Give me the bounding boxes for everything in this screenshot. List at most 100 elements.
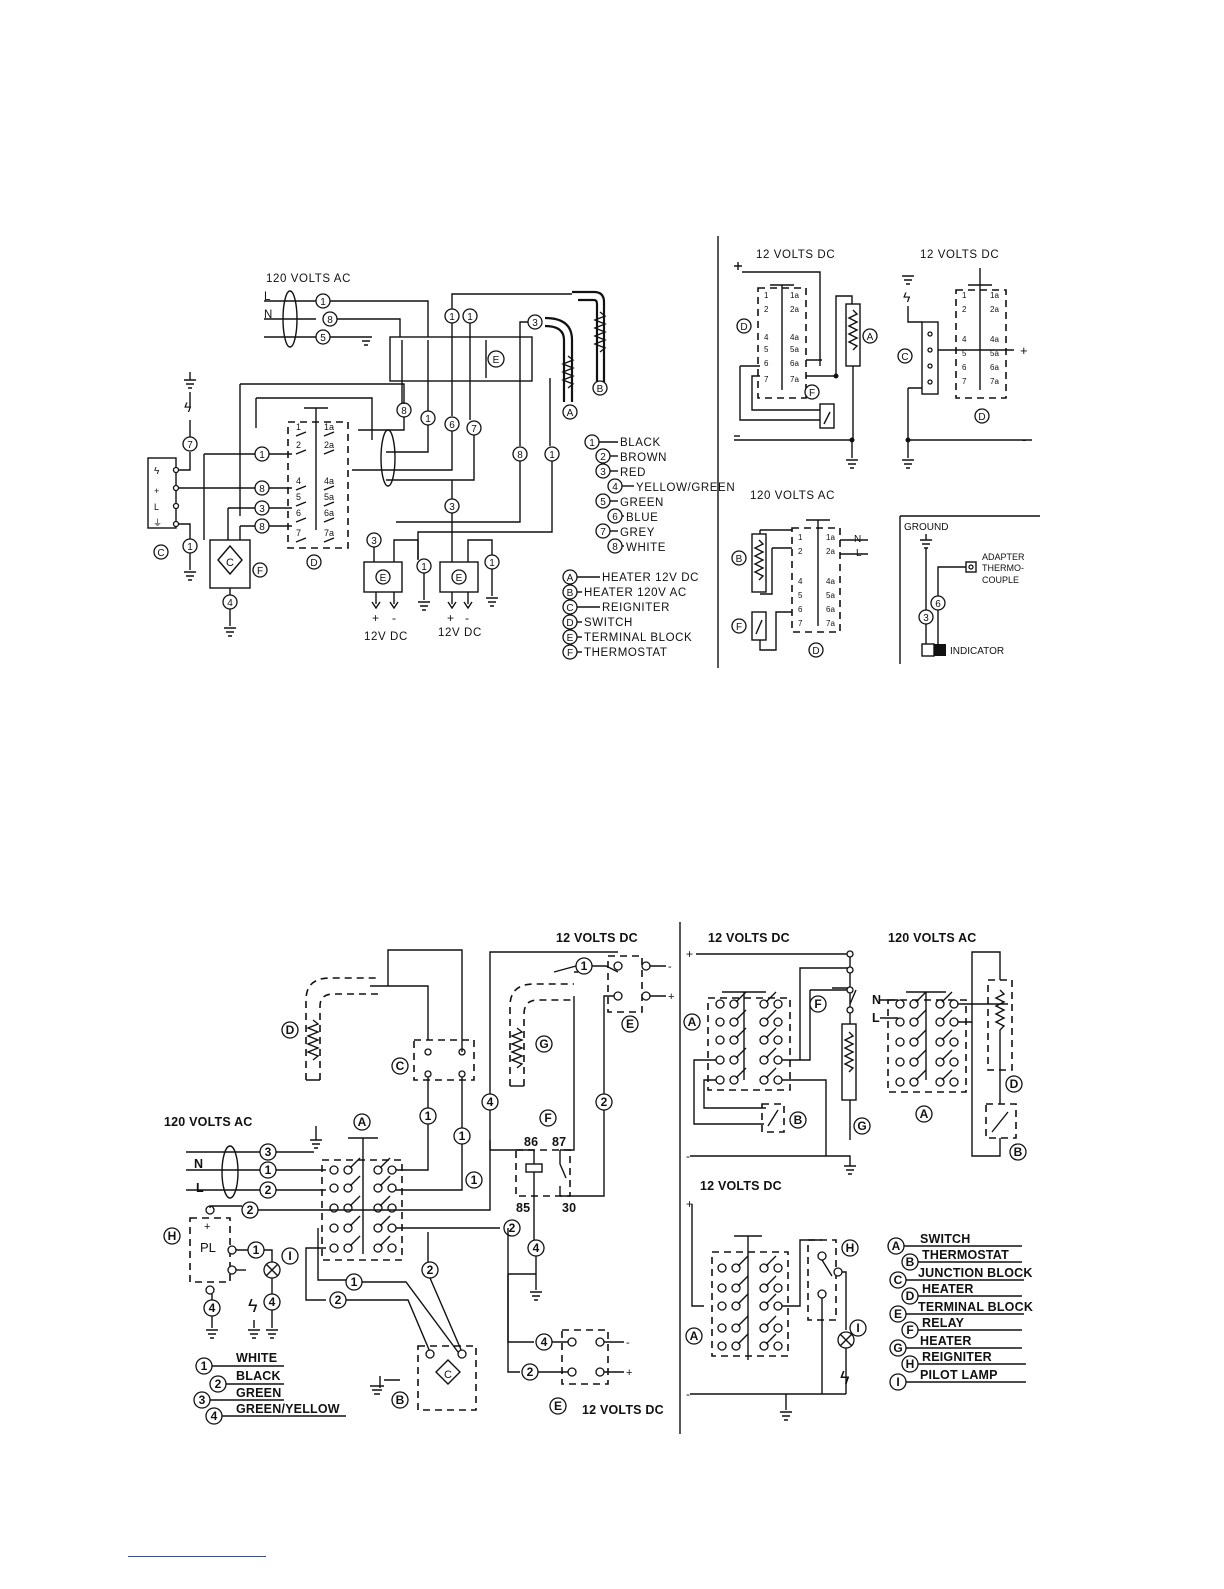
svg-text:8: 8 — [517, 450, 523, 461]
svg-text:3: 3 — [600, 467, 606, 478]
svg-text:L: L — [872, 1011, 880, 1025]
svg-text:1: 1 — [320, 297, 326, 308]
adapter-line-1: THERMO- — [982, 563, 1024, 573]
bottom-right-ac-label: 120 VOLTS AC — [888, 931, 977, 945]
svg-text:2: 2 — [600, 452, 606, 463]
svg-text:-: - — [626, 1337, 630, 1349]
svg-text:8: 8 — [259, 484, 265, 495]
svg-text:F: F — [544, 1111, 551, 1125]
svg-text:B: B — [396, 1393, 405, 1407]
svg-text:2: 2 — [764, 305, 769, 314]
svg-text:3: 3 — [199, 1393, 206, 1407]
svg-text:F: F — [736, 622, 742, 633]
comp-legend-1: HEATER 120V AC — [584, 587, 687, 599]
top-reigniter — [147, 457, 177, 529]
svg-text:D: D — [978, 412, 985, 423]
svg-text:6: 6 — [764, 359, 769, 368]
pm-3: + — [447, 611, 454, 625]
svg-text:F: F — [567, 648, 573, 659]
relay-pin-87: 87 — [552, 1135, 566, 1149]
svg-text:L: L — [154, 502, 159, 512]
bottom-wire-legend: 1 WHITE 2 BLACK 3 GREEN 4 GREEN/YELLOW — [193, 1351, 346, 1425]
svg-text:2a: 2a — [324, 440, 334, 450]
comp-legend-5: THERMOSTAT — [584, 647, 668, 659]
svg-text:8: 8 — [259, 522, 265, 533]
svg-text:+: + — [204, 1221, 210, 1233]
svg-text:A: A — [867, 332, 874, 343]
svg-text:2a: 2a — [990, 305, 999, 314]
svg-text:8: 8 — [612, 542, 618, 553]
wire-legend-1: BROWN — [620, 452, 667, 464]
footer-rule — [128, 1556, 266, 1557]
svg-text:4: 4 — [962, 335, 967, 344]
mark-A-heater: A — [567, 408, 574, 419]
adapter-line-2: COUPLE — [982, 575, 1019, 585]
svg-text:ϟ: ϟ — [184, 399, 192, 415]
svg-text:7: 7 — [600, 527, 606, 538]
mark-F-thermostat: F — [257, 566, 263, 577]
bottom-main-schematic: 12 VOLTS DC D C 1 1 120 VOLTS AC N L 3 1… — [163, 931, 674, 1425]
comp-legend-0: HEATER 12V DC — [602, 572, 699, 584]
svg-text:ϟ: ϟ — [903, 289, 911, 305]
top-wire-legend: 1 BLACK 2 BROWN 3 RED 4 YELLOW/GREEN 5 G… — [584, 434, 735, 554]
term-N-label: N — [264, 309, 273, 321]
svg-text:4: 4 — [541, 1335, 548, 1349]
svg-text:+: + — [686, 1197, 693, 1211]
svg-text:ϟ: ϟ — [840, 1368, 850, 1388]
svg-text:1: 1 — [351, 1275, 358, 1289]
svg-text:1: 1 — [201, 1359, 208, 1373]
top-right-dc1-label: 12 VOLTS DC — [756, 249, 835, 261]
svg-text:+: + — [668, 991, 674, 1003]
svg-text:4a: 4a — [990, 335, 999, 344]
svg-text:PL: PL — [200, 1240, 216, 1255]
svg-text:7: 7 — [798, 619, 803, 628]
indicator-label: INDICATOR — [950, 646, 1004, 657]
svg-text:7: 7 — [296, 528, 301, 538]
svg-text:A: A — [920, 1107, 929, 1121]
svg-text:2: 2 — [215, 1377, 222, 1391]
svg-text:7: 7 — [962, 377, 967, 386]
bottom-right-dc1: 12 VOLTS DC + - A F G B — [683, 931, 871, 1175]
wire-legend-2: RED — [620, 467, 646, 479]
bottom-comp-legend-7: REIGNITER — [922, 1350, 992, 1364]
comp-legend-3: SWITCH — [584, 617, 633, 629]
svg-text:6: 6 — [962, 363, 967, 372]
svg-text:3: 3 — [259, 504, 265, 515]
ground-label: GROUND — [904, 522, 948, 533]
bottom-component-legend: A SWITCH B THERMOSTAT C JUNCTION BLOCK D… — [887, 1232, 1033, 1391]
svg-text:D: D — [566, 618, 573, 629]
svg-text:+: + — [1020, 343, 1028, 358]
svg-text:+: + — [686, 947, 693, 961]
top-right-ground-adapter: GROUND ADAPTER THERMO- COUPLE 6 3 INDICA… — [899, 515, 1040, 664]
svg-text:4: 4 — [487, 1095, 494, 1109]
svg-text:F: F — [814, 997, 821, 1011]
svg-text:4: 4 — [269, 1295, 276, 1309]
svg-text:D: D — [906, 1289, 915, 1303]
svg-text:1: 1 — [187, 542, 193, 553]
top-thermostat — [209, 539, 251, 589]
svg-text:3: 3 — [265, 1145, 272, 1159]
svg-text:6a: 6a — [990, 363, 999, 372]
svg-text:C: C — [226, 557, 234, 569]
svg-text:2: 2 — [335, 1293, 342, 1307]
svg-text:E: E — [894, 1307, 902, 1321]
svg-text:5: 5 — [320, 333, 326, 344]
svg-text:6: 6 — [612, 512, 618, 523]
svg-text:2a: 2a — [790, 305, 799, 314]
svg-text:4: 4 — [209, 1301, 216, 1315]
svg-text:2: 2 — [527, 1365, 534, 1379]
bottom-ac-label: 120 VOLTS AC — [164, 1115, 253, 1129]
svg-text:7: 7 — [471, 424, 477, 435]
svg-text:7a: 7a — [790, 375, 799, 384]
svg-text:-: - — [686, 1149, 690, 1163]
bottom-dc-top-label: 12 VOLTS DC — [556, 931, 638, 945]
svg-text:D: D — [740, 322, 747, 333]
top-component-legend: A HEATER 12V DC B HEATER 120V AC C REIGN… — [562, 569, 699, 660]
svg-text:-: - — [686, 1387, 690, 1401]
svg-text:D: D — [1010, 1077, 1019, 1091]
svg-text:4a: 4a — [324, 476, 334, 486]
svg-text:ϟ: ϟ — [154, 466, 160, 477]
bottom-right-dc2-label: 12 VOLTS DC — [700, 1179, 782, 1193]
